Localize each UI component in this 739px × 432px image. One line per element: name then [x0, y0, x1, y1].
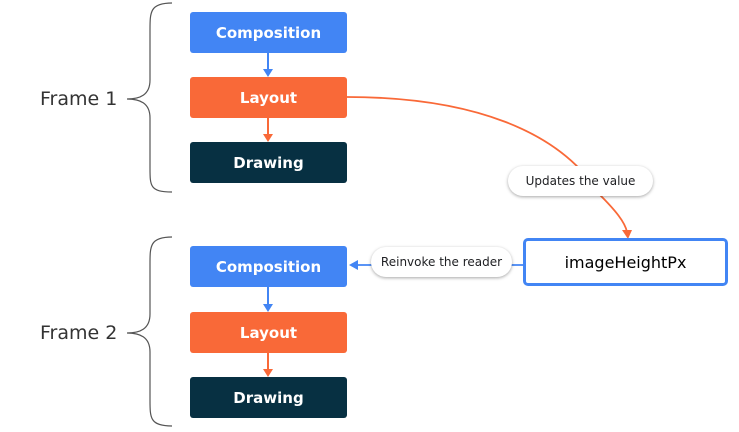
frame-2-layout-box: Layout: [190, 312, 347, 353]
frame-2-brace: [126, 236, 173, 427]
update-value-curve: [346, 96, 628, 233]
frame-1-composition-box: Composition: [190, 12, 347, 53]
frame-1-brace: [126, 2, 173, 193]
reinvoke-reader-label: Reinvoke the reader: [371, 247, 512, 277]
frame-1-layout-box: Layout: [190, 77, 347, 118]
image-height-state-box: imageHeightPx: [523, 238, 728, 286]
frame-2-drawing-box: Drawing: [190, 377, 347, 418]
frame-2-label: Frame 2: [40, 322, 118, 344]
frame-2-composition-to-layout-arrowhead: [263, 304, 273, 312]
update-value-arrowhead: [622, 230, 632, 239]
state-name: imageHeightPx: [564, 252, 687, 272]
frame-2-composition-box: Composition: [190, 246, 347, 287]
frame-1-layout-to-drawing-arrowhead: [263, 134, 273, 142]
reinvoke-reader-arrowhead: [349, 260, 358, 270]
frame-1-label: Frame 1: [40, 88, 118, 110]
frame-2-layout-to-drawing-arrowhead: [263, 369, 273, 377]
frame-1-composition-to-layout-arrowhead: [263, 69, 273, 77]
updates-value-label: Updates the value: [508, 166, 653, 196]
frame-1-drawing-box: Drawing: [190, 142, 347, 183]
